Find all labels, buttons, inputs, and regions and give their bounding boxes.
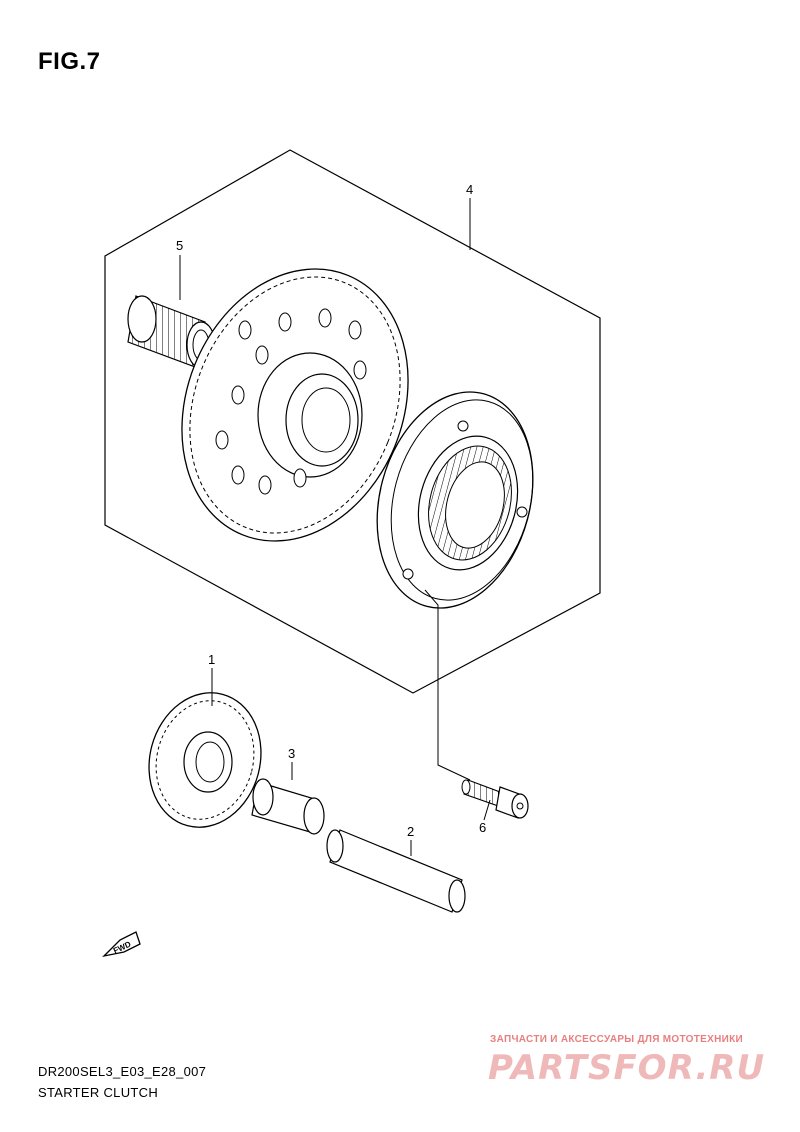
assembly-outline bbox=[104, 149, 601, 694]
clutch-bolt bbox=[461, 779, 529, 819]
forward-direction-arrow-icon: FWD bbox=[102, 931, 141, 958]
callout-1: 1 bbox=[208, 652, 215, 667]
starter-driven-gear bbox=[181, 268, 409, 542]
diagram-name: STARTER CLUTCH bbox=[38, 1085, 159, 1100]
callout-6: 6 bbox=[479, 820, 486, 835]
callout-4: 4 bbox=[466, 182, 473, 197]
fwd-label: FWD bbox=[112, 940, 133, 956]
callout-2: 2 bbox=[407, 824, 414, 839]
callout-5: 5 bbox=[176, 238, 183, 253]
watermark-tagline: ЗАПЧАСТИ И АКСЕССУАРЫ ДЛЯ МОТОТЕХНИКИ bbox=[490, 1034, 743, 1045]
leader-line-6b bbox=[483, 799, 491, 821]
callout-3: 3 bbox=[288, 746, 295, 761]
idle-gear-shaft bbox=[326, 829, 466, 913]
leader-line-6 bbox=[424, 589, 471, 781]
watermark-logo: PARTSFOR.RU bbox=[488, 1048, 766, 1088]
diagram-code: DR200SEL3_E03_E28_007 bbox=[38, 1064, 207, 1079]
figure-title: FIG.7 bbox=[38, 48, 101, 75]
one-way-clutch bbox=[376, 391, 534, 609]
starter-idle-gear bbox=[148, 692, 262, 828]
idle-gear-bushing bbox=[251, 778, 325, 835]
